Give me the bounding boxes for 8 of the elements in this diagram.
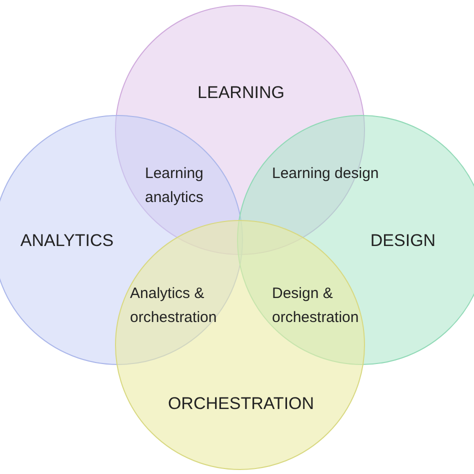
overlap-label: Design & orchestration [272,284,360,328]
overlap-label: Analytics & orchestration [130,284,218,328]
overlap-label: Learning analytics [145,164,204,208]
set-label: ANALYTICS [20,231,114,251]
overlap-label: Learning design [272,164,380,184]
set-label: DESIGN [370,231,436,251]
set-label: ORCHESTRATION [168,394,314,414]
set-label: LEARNING [198,83,284,103]
